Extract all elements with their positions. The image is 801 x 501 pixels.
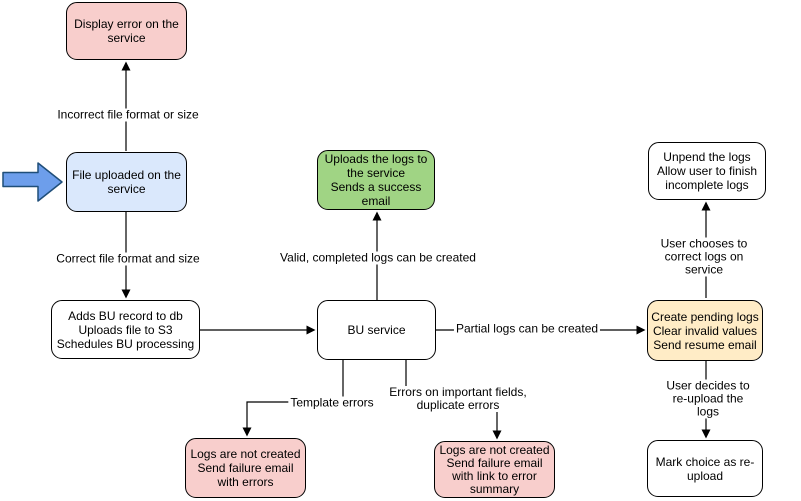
node-logs-not-created-summary: Logs are not created Send failure email …: [434, 441, 555, 498]
node-mark-reupload: Mark choice as re- upload: [647, 440, 763, 497]
edge-label-partial-logs: Partial logs can be created: [453, 321, 601, 336]
entry-arrow-icon: [2, 162, 63, 202]
node-file-uploaded: File uploaded on the service: [66, 152, 187, 212]
edge-label-user-corrects: User chooses to correct logs on service: [655, 237, 753, 277]
node-create-pending: Create pending logs Clear invalid values…: [647, 300, 763, 361]
edge-label-template-errors: Template errors: [288, 395, 376, 410]
edge-label-correct-format: Correct file format and size: [54, 251, 202, 266]
node-unpend-logs: Unpend the logs Allow user to finish inc…: [648, 142, 766, 200]
edge-label-incorrect-format: Incorrect file format or size: [55, 107, 201, 122]
edge-label-user-reuploads: User decides to re-upload the logs: [661, 379, 755, 419]
node-adds-bu-record: Adds BU record to db Uploads file to S3 …: [51, 300, 200, 359]
edge-label-valid-complete: Valid, completed logs can be created: [278, 250, 478, 265]
node-display-error: Display error on the service: [66, 2, 187, 60]
node-uploads-logs: Uploads the logs to the service Sends a …: [317, 150, 435, 210]
edge-label-important-fields: Errors on important fields, duplicate er…: [387, 385, 529, 412]
node-bu-service: BU service: [317, 300, 436, 360]
node-logs-not-created-errors: Logs are not created Send failure email …: [185, 438, 306, 498]
